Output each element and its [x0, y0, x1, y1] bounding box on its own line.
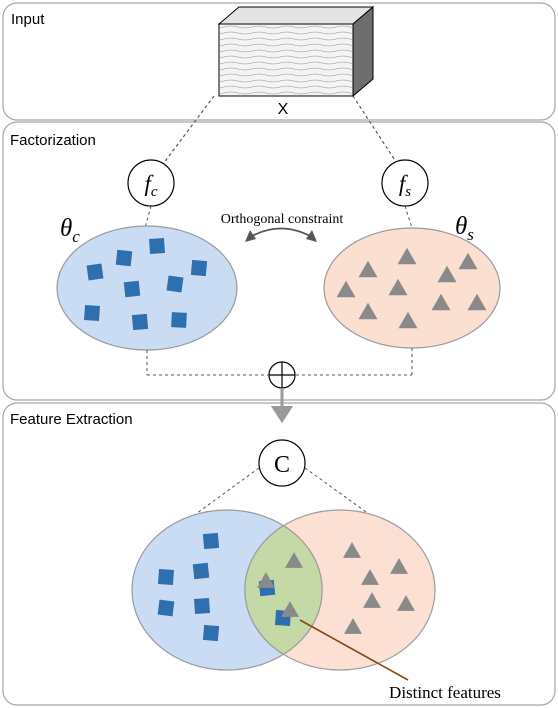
- blue-square-icon: [157, 568, 175, 586]
- constraint-arrowhead-left-icon: [245, 230, 256, 242]
- blue-square-icon: [192, 562, 210, 580]
- blue-square-icon: [190, 259, 208, 277]
- blue-square-icon: [83, 304, 101, 322]
- feature-extraction-panel: Feature Extraction C Distinct features: [2, 398, 556, 706]
- blue-square-icon: [148, 237, 166, 255]
- blue-square-icon: [86, 263, 104, 281]
- gray-triangle-icon: [344, 618, 362, 634]
- input-panel: Input X: [2, 2, 556, 121]
- orthogonal-constraint-label: Orthogonal constraint: [221, 212, 344, 227]
- venn-specific-markers: [257, 542, 415, 634]
- distinct-features-pointer: [299, 619, 409, 681]
- specific-parameter-label: θs: [455, 213, 474, 244]
- blue-square-icon: [202, 624, 220, 642]
- gray-triangle-icon: [343, 542, 361, 558]
- gray-triangle-icon: [336, 280, 356, 298]
- distinct-features-label: Distinct features: [389, 683, 501, 702]
- factorization-panel: Factorization fc fs θc θs Orthogonal con…: [2, 95, 556, 401]
- venn-common-markers: [157, 532, 292, 642]
- classifier-label: C: [274, 452, 290, 478]
- blue-square-icon: [171, 312, 187, 328]
- specific-feature-space: [323, 227, 501, 349]
- blue-square-icon: [202, 532, 220, 550]
- gray-triangle-icon: [257, 572, 275, 588]
- gray-triangle-icon: [458, 252, 478, 270]
- orthogonal-constraint-arc: [249, 227, 313, 238]
- common-function-label: fc: [144, 171, 157, 200]
- gray-triangle-icon: [390, 558, 408, 574]
- feature-extraction-panel-title: Feature Extraction: [10, 411, 133, 428]
- gray-triangle-icon: [361, 569, 379, 585]
- gray-triangle-icon: [358, 302, 378, 320]
- constraint-arrowhead-right-icon: [306, 230, 317, 242]
- input-variable-label: X: [278, 101, 289, 118]
- input-to-fc-connector-overlay: [159, 95, 215, 169]
- cube-top-face: [217, 6, 375, 25]
- blue-square-icon: [157, 599, 175, 617]
- feature-extraction-panel-border: [2, 402, 556, 706]
- factorization-panel-border: [2, 121, 556, 401]
- down-arrow-icon-overlay: [271, 406, 293, 423]
- common-feature-markers: [83, 237, 208, 331]
- blue-square-icon: [131, 313, 149, 331]
- seismic-texture: [220, 25, 352, 95]
- input-panel-title: Input: [11, 11, 45, 28]
- gray-triangle-icon: [437, 265, 457, 283]
- fc-to-theta-c-connector: [144, 205, 152, 229]
- blue-square-icon: [193, 597, 211, 615]
- blue-square-icon: [115, 249, 133, 267]
- gray-triangle-icon: [467, 293, 487, 311]
- blue-square-icon: [123, 280, 141, 298]
- input-to-fs-connector-overlay: [352, 95, 401, 169]
- gray-triangle-icon: [431, 293, 451, 311]
- gray-triangle-icon: [398, 311, 418, 329]
- combine-icon: [268, 361, 296, 389]
- blue-square-icon: [166, 275, 184, 293]
- gray-triangle-icon: [388, 278, 408, 296]
- gray-triangle-icon: [397, 247, 417, 265]
- gray-triangle-icon: [281, 601, 299, 617]
- gray-triangle-icon: [285, 552, 303, 568]
- specific-function-label: fs: [399, 171, 411, 200]
- input-data-cube: [217, 5, 375, 98]
- classifier-node: [258, 439, 306, 487]
- specific-feature-markers: [336, 247, 487, 329]
- gray-triangle-icon: [397, 595, 415, 611]
- common-feature-space: [56, 225, 238, 351]
- gray-triangle-icon: [363, 592, 381, 608]
- common-parameter-label: θc: [60, 215, 80, 246]
- fs-to-theta-s-connector: [404, 205, 413, 229]
- gray-triangle-icon: [358, 260, 378, 278]
- factorization-panel-title: Factorization: [10, 132, 96, 149]
